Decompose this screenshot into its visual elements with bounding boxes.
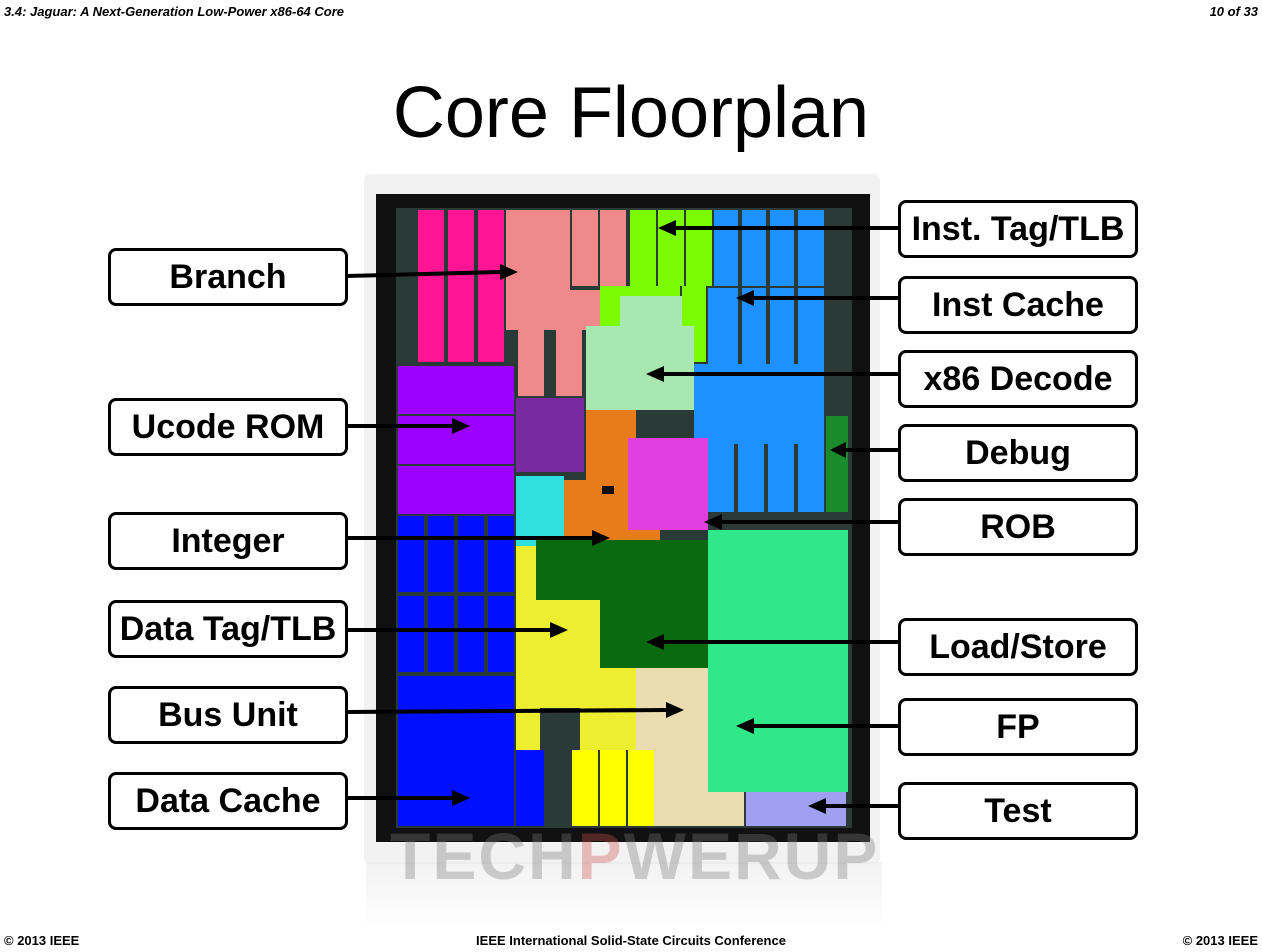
label-load-store: Load/Store — [898, 618, 1138, 676]
die-reflection — [366, 862, 882, 932]
arrowhead-ucode-rom — [452, 418, 470, 434]
fp-region — [708, 530, 848, 792]
arrowhead-fp — [736, 718, 754, 734]
watermark-power-icon: P — [577, 819, 624, 893]
arrow-branch — [345, 270, 501, 278]
footer-copyright-right: © 2013 IEEE — [1182, 933, 1258, 948]
arrow-bus-unit — [345, 708, 667, 714]
label-data-tag-tlb: Data Tag/TLB — [108, 600, 348, 658]
arrowhead-data-cache — [452, 790, 470, 806]
arrowhead-rob — [704, 514, 722, 530]
watermark-part3: WERUP — [623, 819, 880, 893]
slide-page-number: 10 of 33 — [1209, 4, 1258, 19]
footer-conference: IEEE International Solid-State Circuits … — [476, 933, 786, 948]
label-data-cache: Data Cache — [108, 772, 348, 830]
arrowhead-data-tag-tlb — [550, 622, 568, 638]
branch-predictor-region — [506, 210, 626, 396]
label-x86-decode: x86 Decode — [898, 350, 1138, 408]
label-integer: Integer — [108, 512, 348, 570]
footer-copyright-left: © 2013 IEEE — [4, 933, 80, 948]
label-fp: FP — [898, 698, 1138, 756]
label-branch: Branch — [108, 248, 348, 306]
arrowhead-bus-unit — [666, 702, 684, 718]
label-inst-tag-tlb: Inst. Tag/TLB — [898, 200, 1138, 258]
arrowhead-load-store — [646, 634, 664, 650]
branch-region — [418, 210, 504, 362]
x86-decode-region — [586, 296, 694, 410]
die-marker — [602, 486, 614, 494]
debug-region — [826, 416, 848, 512]
arrowhead-integer — [592, 530, 610, 546]
ucode-misc-region — [516, 398, 584, 472]
label-ucode-rom: Ucode ROM — [108, 398, 348, 456]
rob-region — [628, 438, 708, 530]
ucode-rom-region — [398, 366, 514, 514]
label-inst-cache: Inst Cache — [898, 276, 1138, 334]
slide-title: Core Floorplan — [392, 73, 870, 153]
arrowhead-inst-cache — [736, 290, 754, 306]
inst-cache-region — [694, 210, 824, 512]
label-debug: Debug — [898, 424, 1138, 482]
arrowhead-inst-tag-tlb — [658, 220, 676, 236]
slide-header-session: 3.4: Jaguar: A Next-Generation Low-Power… — [4, 4, 345, 19]
watermark: TECHPWERUP — [390, 818, 877, 894]
arrowhead-test — [808, 798, 826, 814]
data-tag-misc-region — [572, 750, 654, 826]
label-bus-unit: Bus Unit — [108, 686, 348, 744]
watermark-part1: TECH — [390, 819, 578, 893]
arrowhead-branch — [500, 264, 518, 280]
test-region — [746, 792, 846, 826]
label-rob: ROB — [898, 498, 1138, 556]
load-store-region — [536, 540, 708, 668]
callout-arrows — [345, 220, 898, 814]
arrowhead-x86-decode — [646, 366, 664, 382]
arrowhead-debug — [830, 442, 846, 458]
label-test: Test — [898, 782, 1138, 840]
